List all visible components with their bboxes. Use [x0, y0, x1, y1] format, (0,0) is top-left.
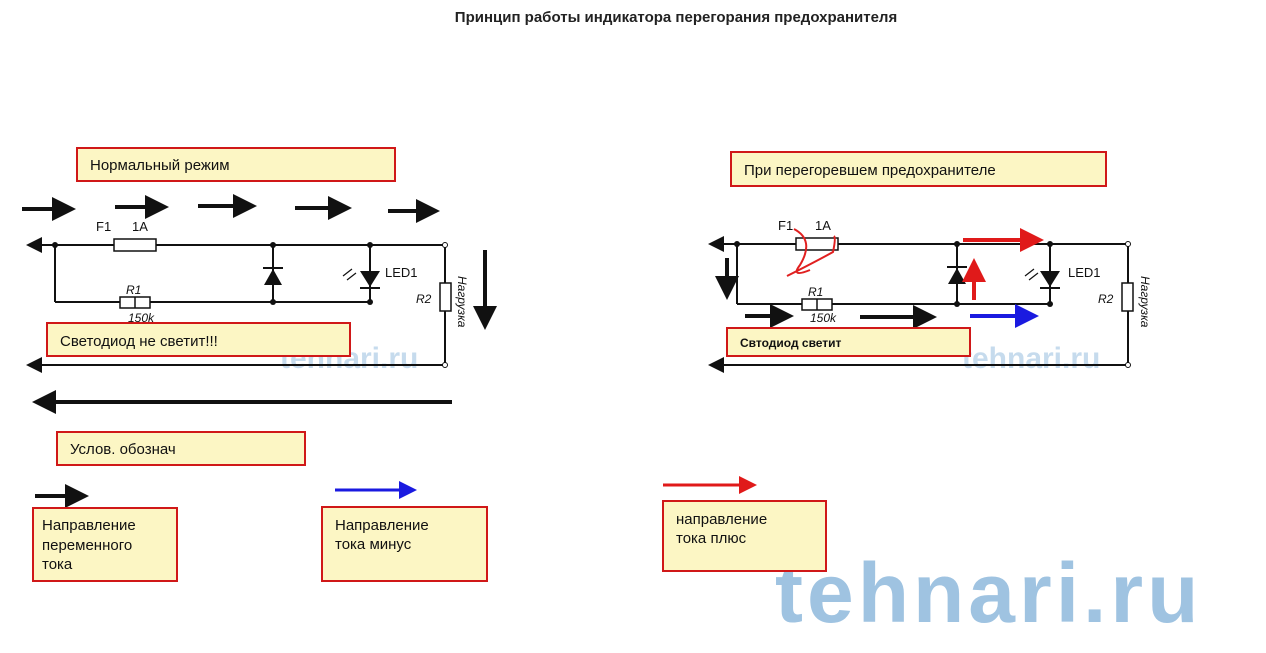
- status-label-off: Светодиод не светит!!!: [60, 333, 218, 350]
- status-box-on: [726, 327, 971, 357]
- watermark-large: tehnari.ru: [775, 546, 1202, 640]
- fuse-f1: [113, 238, 157, 252]
- status-label-on: Свтодиод светит: [740, 336, 842, 350]
- fuse-label: F1: [778, 218, 793, 233]
- load-label: Нагрузка: [1138, 276, 1152, 328]
- legend-box-minus: [321, 506, 488, 582]
- mode-box-blown: [730, 151, 1107, 187]
- mode-label-normal: Нормальный режим: [90, 157, 230, 174]
- light-emission-icon: [1024, 268, 1039, 281]
- resistor-r2: [439, 282, 452, 312]
- led-diode-lit: [1040, 271, 1060, 287]
- legend-ac-line3: тока: [42, 556, 73, 573]
- legend-box-ac: [32, 507, 178, 582]
- r1-value: 150k: [810, 311, 837, 325]
- broken-fuse-cross-icon: [786, 228, 836, 277]
- mode-label-blown: При перегоревшем предохранителе: [744, 162, 996, 179]
- status-box-off: [46, 322, 351, 357]
- r1-value: 150k: [128, 311, 155, 325]
- r1-label: R1: [808, 285, 823, 299]
- current-arrows-blown: [715, 228, 1044, 329]
- r2-label: R2: [416, 292, 432, 306]
- legend-ac-line1: Направление: [42, 517, 136, 534]
- light-emission-icon: [342, 268, 357, 281]
- r2-label: R2: [1098, 292, 1114, 306]
- legend: Услов. обознач Направление переменного т…: [32, 431, 827, 582]
- resistor-r2: [1121, 282, 1134, 312]
- diode: [948, 268, 966, 284]
- fuse-rating: 1A: [132, 219, 148, 234]
- right-circuit: При перегоревшем предохранителе F1 1A R1…: [708, 151, 1152, 373]
- fuse-rating: 1A: [815, 218, 831, 233]
- legend-title: Услов. обознач: [70, 441, 176, 458]
- page-title: Принцип работы индикатора перегорания пр…: [455, 9, 897, 26]
- watermark-right: tehnari.ru: [962, 342, 1100, 375]
- legend-minus-line1: Направление: [335, 517, 429, 534]
- led-diode: [360, 271, 380, 287]
- r1-label: R1: [126, 283, 141, 297]
- legend-title-box: [56, 431, 306, 466]
- legend-ac-line2: переменного: [42, 537, 132, 554]
- mode-box-normal: [76, 147, 396, 182]
- led-label: LED1: [1068, 265, 1101, 280]
- legend-box-plus: [662, 500, 827, 572]
- legend-minus-line2: тока минус: [335, 536, 412, 553]
- ac-current-arrows: [22, 194, 497, 414]
- legend-plus-line2: тока плюс: [676, 530, 747, 547]
- legend-plus-line1: направление: [676, 511, 767, 528]
- diode: [264, 269, 282, 285]
- led-label: LED1: [385, 265, 418, 280]
- fuse-f1-blown: [795, 237, 839, 251]
- left-circuit: Нормальный режим F1 1A R1 150k: [22, 147, 497, 414]
- load-label: Нагрузка: [455, 276, 469, 328]
- fuse-label: F1: [96, 219, 111, 234]
